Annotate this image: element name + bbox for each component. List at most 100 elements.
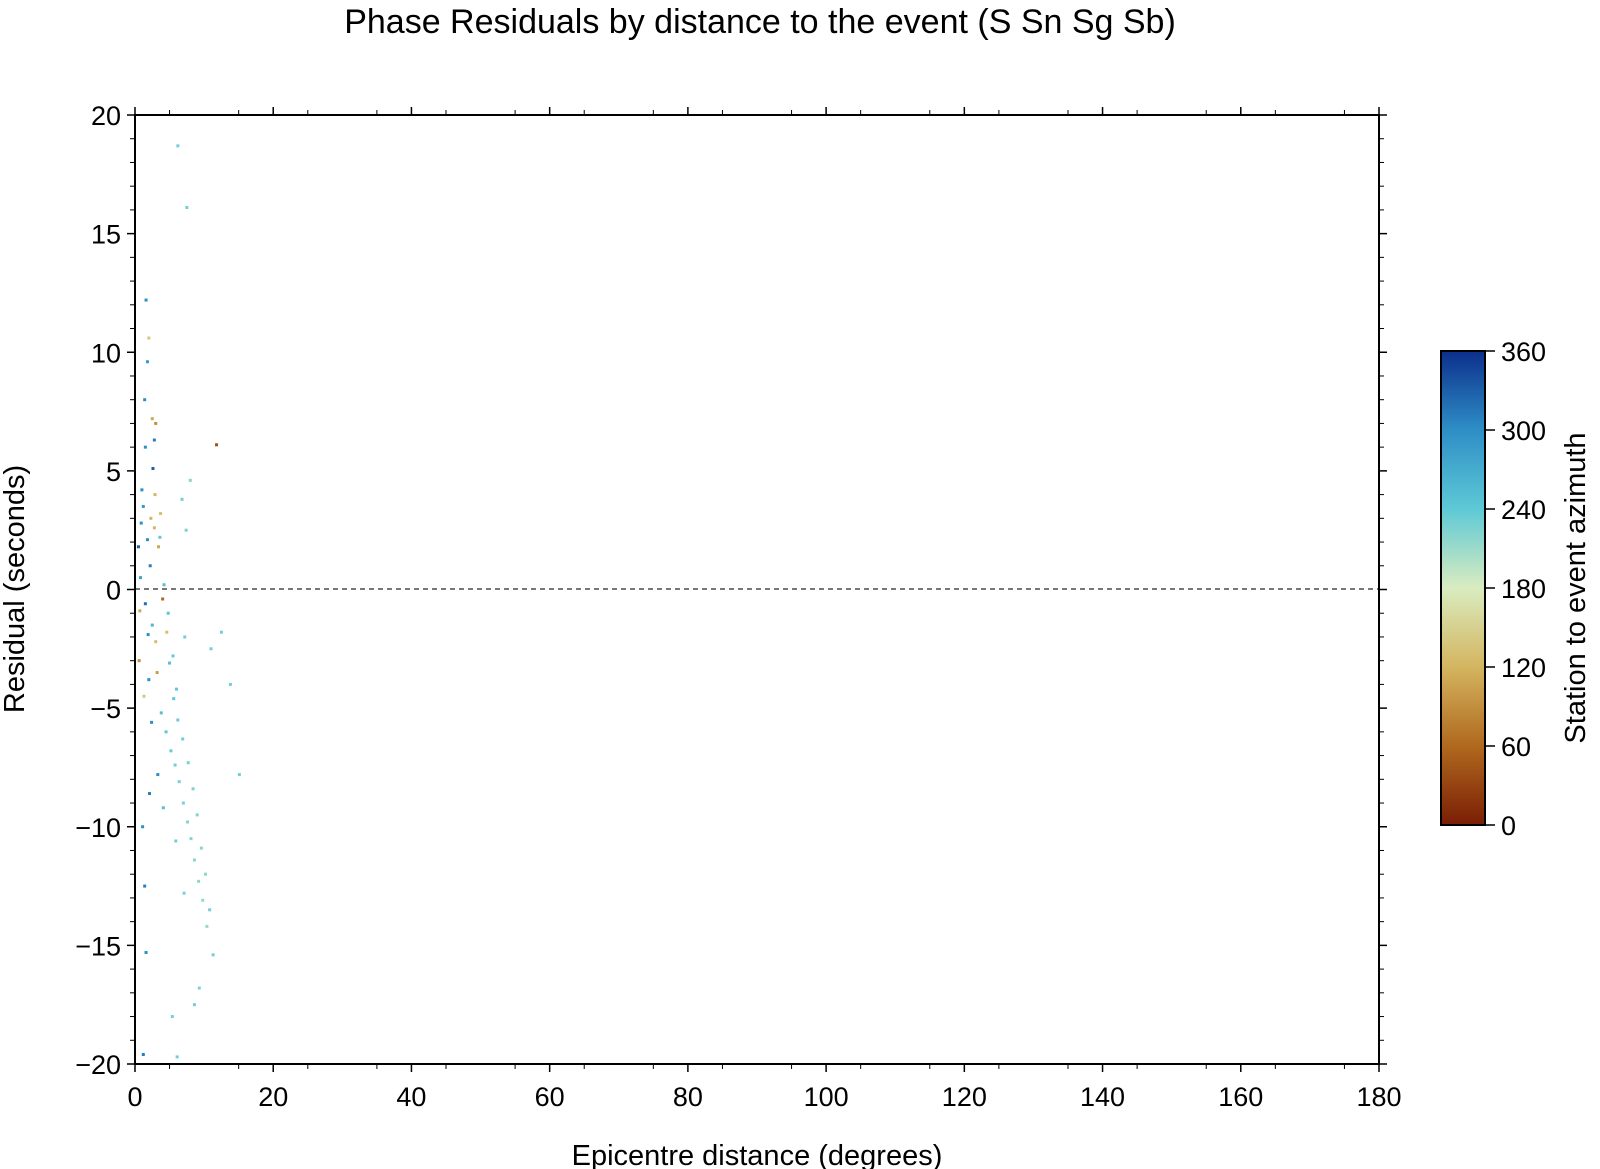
data-point [152, 438, 156, 442]
data-point [141, 825, 145, 829]
x-tick-label: 120 [942, 1082, 987, 1112]
data-point [188, 478, 192, 482]
x-tick-label: 20 [258, 1082, 288, 1112]
data-point [153, 493, 157, 497]
data-point [136, 545, 140, 549]
data-point [166, 611, 170, 615]
data-point [148, 564, 152, 568]
data-point [174, 839, 178, 843]
data-point [177, 780, 181, 784]
data-point [171, 654, 175, 658]
data-point [141, 504, 145, 508]
data-point [143, 398, 147, 402]
data-point [172, 697, 176, 701]
data-point [144, 950, 148, 954]
colorbar-tick-label: 240 [1501, 495, 1546, 525]
colorbar-tick-label: 360 [1501, 337, 1546, 367]
data-point [142, 694, 146, 698]
colorbar-tick-label: 0 [1501, 811, 1516, 841]
y-tick-label: −15 [75, 931, 121, 961]
data-point [170, 1015, 174, 1019]
data-point [139, 576, 143, 580]
data-point [205, 924, 209, 928]
data-point [156, 773, 160, 777]
data-point [199, 846, 203, 850]
data-point [150, 720, 154, 724]
y-axis-title: Residual (seconds) [0, 465, 31, 713]
x-tick-label: 160 [1218, 1082, 1263, 1112]
colorbar-tick-label: 180 [1501, 574, 1546, 604]
x-tick-label: 80 [673, 1082, 703, 1112]
data-point [159, 512, 163, 516]
data-point [181, 737, 185, 741]
data-point [140, 488, 144, 492]
data-point [161, 806, 165, 810]
data-point [182, 891, 186, 895]
data-point [173, 763, 177, 767]
x-axis-title: Epicentre distance (degrees) [572, 1140, 943, 1169]
data-point [141, 1053, 145, 1057]
data-point [155, 671, 159, 675]
data-point [162, 583, 166, 587]
data-point [228, 682, 232, 686]
data-point [147, 336, 151, 340]
data-point [201, 898, 205, 902]
data-point [191, 787, 195, 791]
data-point [159, 711, 163, 715]
data-point [143, 884, 147, 888]
data-point [150, 623, 154, 627]
data-point [145, 538, 149, 542]
x-tick-label: 180 [1356, 1082, 1401, 1112]
y-tick-label: 0 [106, 576, 121, 606]
x-tick-label: 0 [127, 1082, 142, 1112]
data-point [195, 813, 199, 817]
data-point [154, 640, 158, 644]
data-point [208, 908, 212, 912]
data-point [161, 597, 165, 601]
data-point [145, 360, 149, 364]
y-tick-label: 10 [91, 338, 121, 368]
data-point [209, 647, 213, 651]
data-point [154, 421, 158, 425]
data-point [203, 872, 207, 876]
data-point [147, 678, 151, 682]
data-point [158, 535, 162, 539]
data-point [174, 687, 178, 691]
y-tick-label: 5 [106, 457, 121, 487]
x-tick-label: 100 [804, 1082, 849, 1112]
data-point [139, 521, 143, 525]
data-point [197, 986, 201, 990]
y-axis-ticks: 20 15 10 5 0 −5 −10 −15 −20 [75, 101, 1387, 1080]
data-point [219, 630, 223, 634]
y-tick-label: 20 [91, 101, 121, 131]
data-point [189, 837, 193, 841]
colorbar-title: Station to event azimuth [1560, 432, 1592, 743]
data-point [165, 630, 169, 634]
y-tick-label: −10 [75, 813, 121, 843]
data-point [183, 635, 187, 639]
data-point [180, 497, 184, 501]
y-tick-label: −20 [75, 1050, 121, 1080]
colorbar [1440, 350, 1486, 826]
y-tick-label: −5 [90, 694, 121, 724]
data-point [176, 144, 180, 148]
data-point [184, 528, 188, 532]
data-point [176, 718, 180, 722]
data-point [152, 526, 156, 530]
data-point [186, 761, 190, 765]
data-point [186, 820, 190, 824]
data-point [211, 953, 215, 957]
data-point [151, 467, 155, 471]
data-point [192, 1003, 196, 1007]
scatter-points [136, 144, 241, 1059]
data-point [143, 602, 147, 606]
data-point [149, 516, 153, 520]
data-point [168, 661, 172, 665]
data-point [164, 730, 168, 734]
y-tick-label: 15 [91, 220, 121, 250]
data-point [169, 749, 173, 753]
data-point [146, 633, 150, 637]
data-point [143, 445, 147, 449]
